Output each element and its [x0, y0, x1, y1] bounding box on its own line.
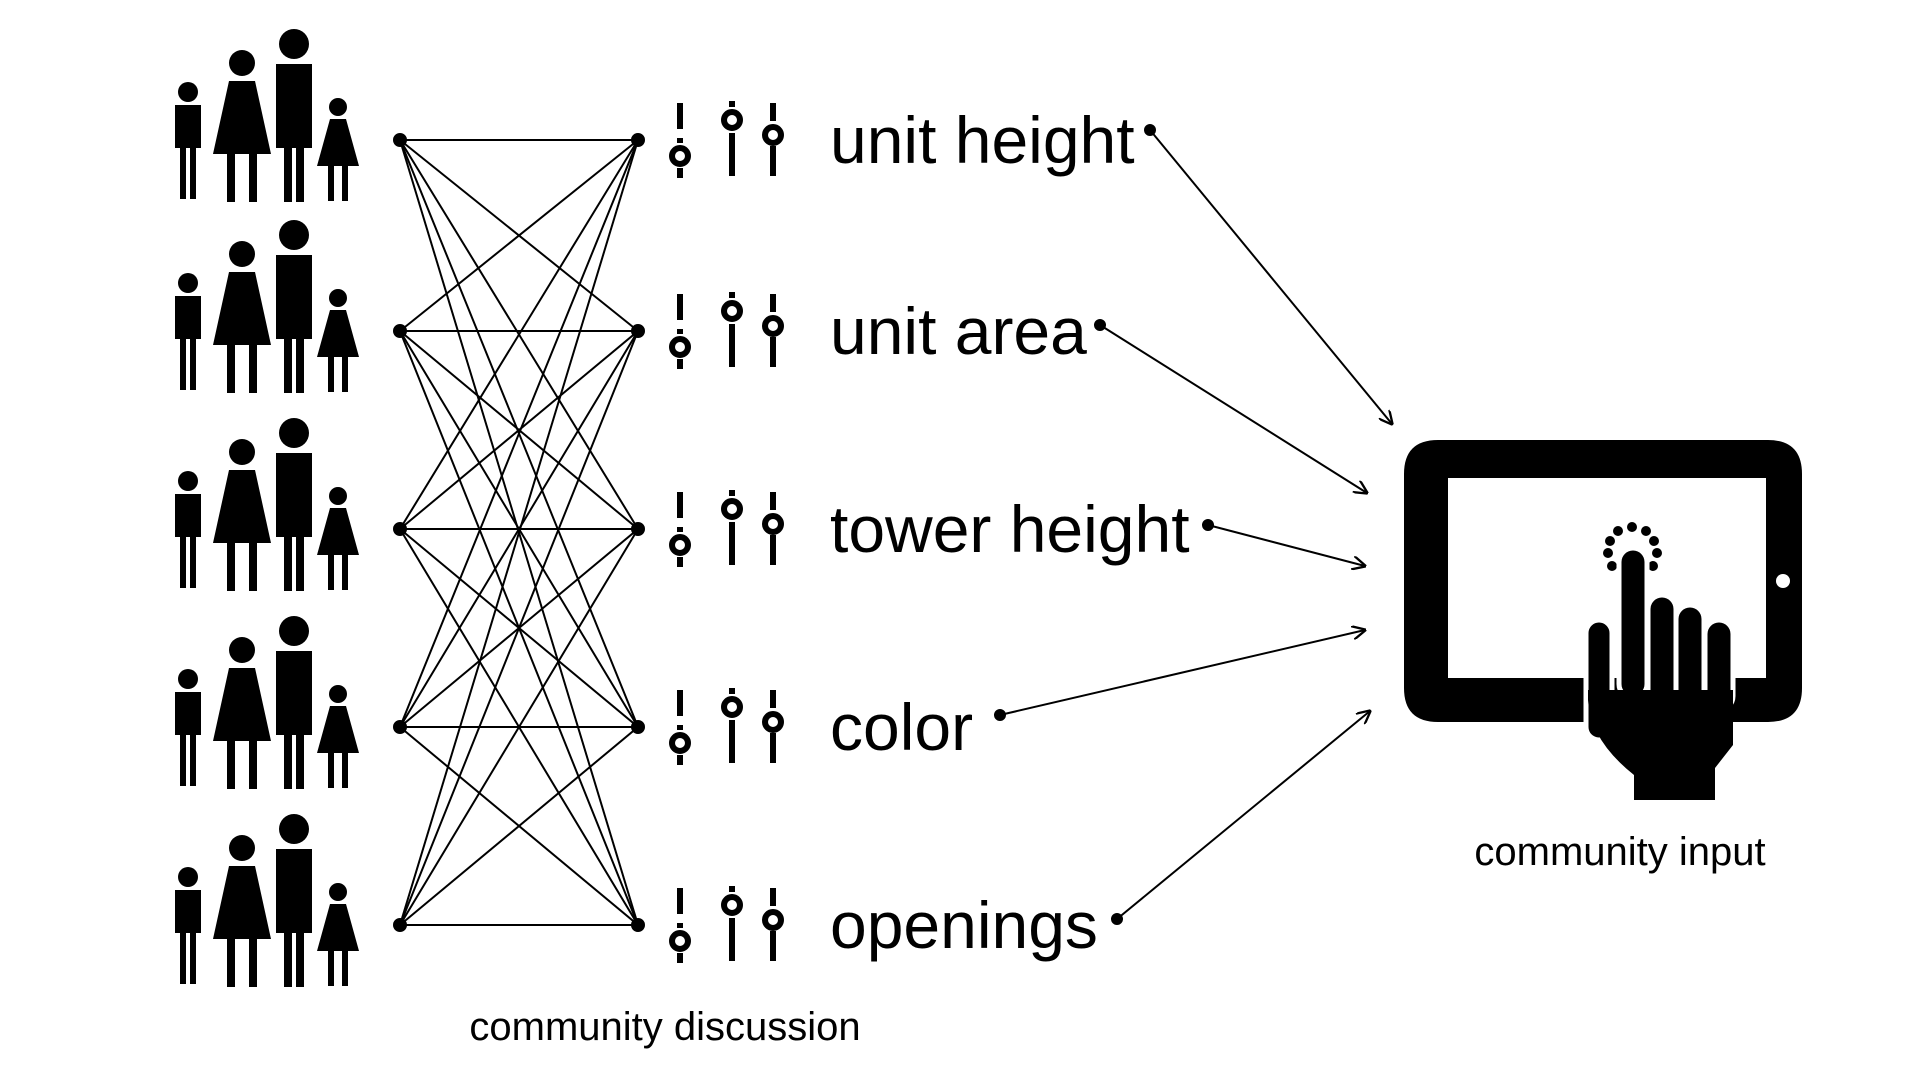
network-link: [399, 726, 639, 926]
sliders-icon[interactable]: [672, 101, 781, 178]
sliders-icon[interactable]: [672, 886, 781, 963]
network-link: [399, 330, 639, 926]
parameter-label-openings: openings: [830, 888, 1098, 962]
network-node-left: [393, 324, 407, 338]
network-node-left: [393, 522, 407, 536]
network-node-right: [631, 918, 645, 932]
discussion-network: [393, 133, 645, 932]
family-icon: [175, 418, 359, 591]
family-icon: [175, 814, 359, 987]
network-node-left: [393, 720, 407, 734]
sliders-icon[interactable]: [672, 688, 781, 765]
arrow-color: [999, 630, 1365, 716]
community-discussion-caption: community discussion: [469, 1005, 860, 1049]
network-link: [399, 139, 639, 332]
sliders-icon[interactable]: [672, 490, 781, 567]
parameter-label-color: color: [830, 690, 973, 764]
parameter-label-unit-height: unit height: [830, 103, 1135, 177]
network-node-left: [393, 133, 407, 147]
tablet-touch-icon: [1404, 440, 1802, 800]
arrow-openings: [1116, 711, 1370, 920]
network-link: [399, 330, 639, 728]
touch-ripple-icon: [1603, 522, 1662, 571]
tablet-home-button: [1776, 574, 1790, 588]
network-link: [399, 139, 639, 530]
network-node-right: [631, 324, 645, 338]
family-icon: [175, 220, 359, 393]
arrow-unit-height: [1149, 129, 1392, 424]
parameter-label-tower-height: tower height: [830, 492, 1190, 566]
sliders-icon[interactable]: [672, 292, 781, 369]
community-input-caption: community input: [1474, 830, 1765, 874]
tablet-frame: [1404, 440, 1802, 722]
parameter-label-unit-area: unit area: [830, 294, 1087, 368]
arrow-unit-area: [1099, 324, 1367, 493]
network-node-right: [631, 720, 645, 734]
arrow-tower-height: [1207, 524, 1365, 566]
family-icon: [175, 616, 359, 789]
network-link: [399, 139, 639, 728]
pointing-hand-icon: [1583, 545, 1736, 800]
family-icon: [175, 29, 359, 202]
network-node-left: [393, 918, 407, 932]
network-node-right: [631, 133, 645, 147]
network-link: [399, 330, 639, 530]
network-link: [399, 139, 639, 926]
network-link: [399, 528, 639, 926]
network-node-right: [631, 522, 645, 536]
